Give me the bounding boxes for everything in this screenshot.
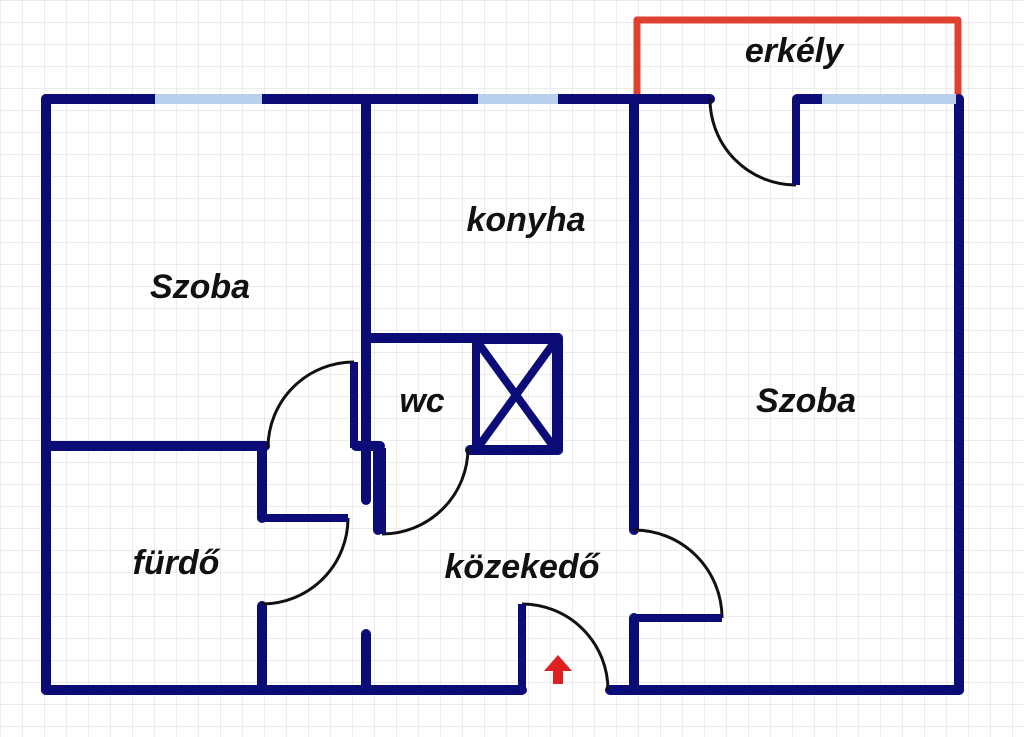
label-bathroom: fürdő bbox=[133, 544, 221, 582]
door-wc bbox=[378, 447, 470, 536]
crossed-box-icon bbox=[472, 336, 560, 454]
door-balcony bbox=[708, 98, 800, 187]
label-room-right: Szoba bbox=[756, 382, 856, 420]
arrow-up-icon bbox=[544, 655, 572, 684]
label-wc: wc bbox=[399, 382, 444, 420]
balcony-railing bbox=[633, 16, 962, 97]
label-kitchen: konyha bbox=[466, 201, 585, 239]
label-hallway: közekedő bbox=[445, 548, 601, 586]
doors bbox=[261, 98, 800, 691]
door-left-room bbox=[266, 360, 358, 449]
door-bathroom bbox=[261, 514, 350, 606]
label-balcony: erkély bbox=[745, 32, 845, 70]
door-right-room bbox=[633, 528, 724, 622]
label-room-left: Szoba bbox=[150, 268, 250, 306]
door-entrance bbox=[518, 602, 610, 691]
